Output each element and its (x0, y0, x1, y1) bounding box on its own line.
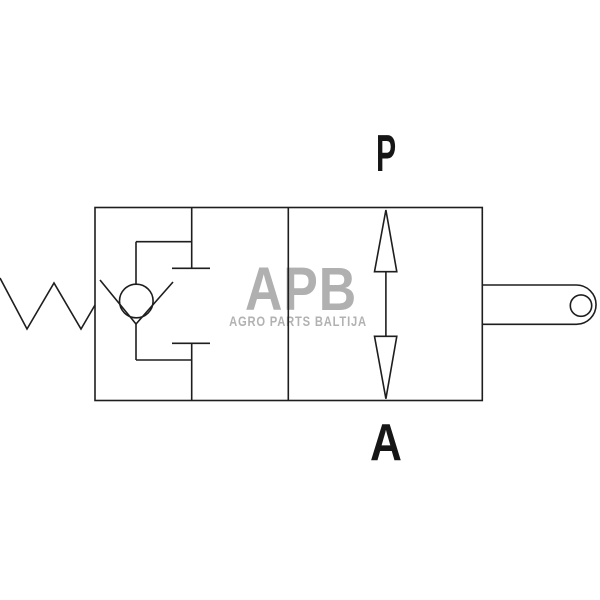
double-headed-flow-arrow (373, 209, 398, 399)
port-label-a: A (370, 414, 402, 472)
port-label-p: P (375, 125, 397, 183)
release-lever-handle (482, 284, 597, 326)
valve-body-outline (94, 206, 484, 402)
spring-icon (0, 277, 96, 331)
mechanical-plunger-connector (172, 207, 210, 401)
check-valve-ball-seat-icon (99, 240, 192, 361)
